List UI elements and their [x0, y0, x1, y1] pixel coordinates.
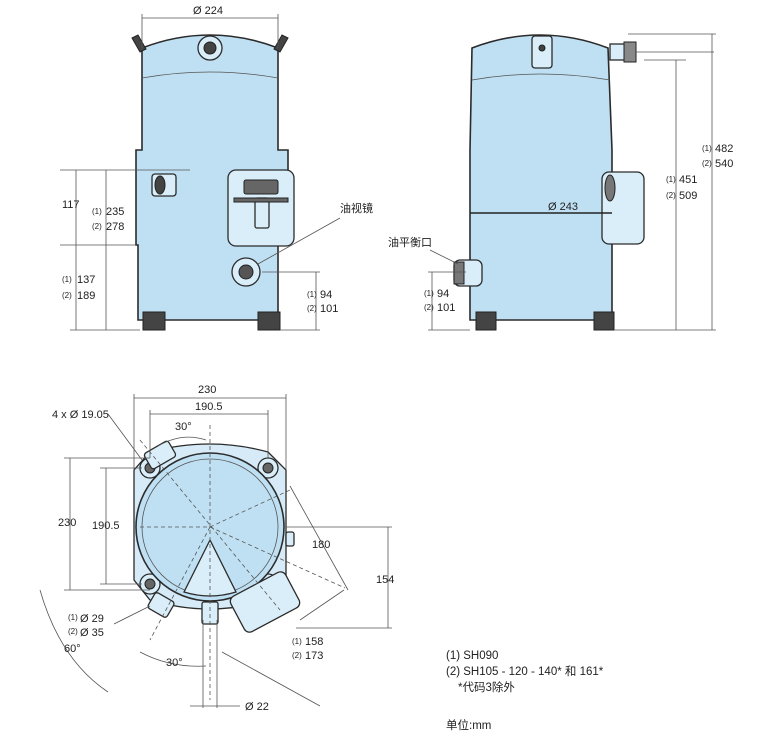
top-dim-v190-5: 190.5: [92, 520, 120, 532]
mounting-holes-label: 4 x Ø 19.05: [52, 409, 109, 421]
unit-note: 单位:mm: [446, 720, 492, 732]
mark-101-side: (2): [424, 303, 434, 312]
front-dim-137: 137: [77, 274, 95, 286]
side-diameter-label: Ø 243: [548, 201, 578, 213]
top-dim-180: 180: [312, 539, 330, 551]
oil-sight-glass-label: 油视镜: [340, 201, 373, 215]
top-dim-230: 230: [198, 384, 216, 396]
side-dim-482: 482: [715, 143, 733, 155]
side-dim-509: 509: [679, 190, 697, 202]
side-foot-left: [475, 311, 497, 331]
oil-port: [201, 601, 219, 625]
front-dim-101: 101: [320, 303, 338, 315]
front-foot-left: [142, 311, 166, 331]
front-diameter-label: Ø 224: [193, 5, 223, 17]
mark-158: (1): [292, 637, 302, 646]
mark-101-front: (2): [307, 304, 317, 313]
front-view-shell: [135, 34, 289, 321]
front-foot-right: [257, 311, 281, 331]
front-view: Ø 224 117 (1) 235 (2) 278 (1) 137 (2) 18…: [60, 5, 373, 331]
mark-189: (2): [62, 291, 72, 300]
front-dim-189: 189: [77, 290, 95, 302]
legend-line-3: *代码3除外: [458, 682, 515, 694]
suction-connection: [143, 440, 177, 470]
mark-137: (1): [62, 275, 72, 284]
top-bracket: [531, 35, 553, 69]
side-dim-101: 101: [437, 302, 455, 314]
mark-482: (1): [702, 144, 712, 153]
legend-line-1: (1) SH090: [446, 650, 499, 662]
top-dim-d29: Ø 29: [80, 613, 104, 625]
legend: (1) SH090 (2) SH105 - 120 - 140* 和 161* …: [446, 648, 603, 696]
side-dim-540: 540: [715, 158, 733, 170]
mark-29: (1): [68, 613, 78, 622]
lifting-lug-left: [131, 34, 147, 53]
side-foot-right: [593, 311, 615, 331]
bottom-angle-30: 30°: [166, 657, 183, 669]
lifting-lug-right: [273, 34, 289, 53]
top-dim-173: 173: [305, 650, 323, 662]
oil-equalization-label: 油平衡口: [388, 235, 432, 249]
side-dim-451: 451: [679, 174, 697, 186]
terminal-box-top: [229, 571, 301, 633]
top-angle-30: 30°: [175, 421, 192, 433]
top-dim-d22: Ø 22: [245, 701, 269, 713]
top-dim-158: 158: [305, 636, 323, 648]
top-view: 230 190.5 4 x Ø 19.05 30° 230 190.5 180 …: [39, 384, 394, 713]
front-dim-117: 117: [62, 199, 80, 211]
mark-278: (2): [92, 222, 102, 231]
mark-235: (1): [92, 207, 102, 216]
mark-509: (2): [666, 191, 676, 200]
top-dim-d35: Ø 35: [80, 627, 104, 639]
mark-35: (2): [68, 627, 78, 636]
top-angle-60: 60°: [64, 643, 81, 655]
mark-540: (2): [702, 159, 712, 168]
front-dim-94: 94: [320, 289, 332, 301]
front-dim-278: 278: [106, 221, 124, 233]
top-dim-154: 154: [376, 574, 394, 586]
discharge-connection: [147, 592, 175, 618]
mark-94-front: (1): [307, 290, 317, 299]
side-dim-94: 94: [437, 288, 449, 300]
legend-line-2: (2) SH105 - 120 - 140* 和 161*: [446, 666, 604, 678]
side-view-shell: [469, 34, 613, 321]
mark-173: (2): [292, 651, 302, 660]
side-view: Ø 243 油平衡口 (1) 94 (2) 101 (1) 451 (2) 50…: [388, 33, 733, 331]
mark-451: (1): [666, 175, 676, 184]
front-dim-235: 235: [106, 206, 124, 218]
top-dim-v230: 230: [58, 517, 76, 529]
mark-94-side: (1): [424, 289, 434, 298]
top-dim-190-5: 190.5: [195, 401, 223, 413]
